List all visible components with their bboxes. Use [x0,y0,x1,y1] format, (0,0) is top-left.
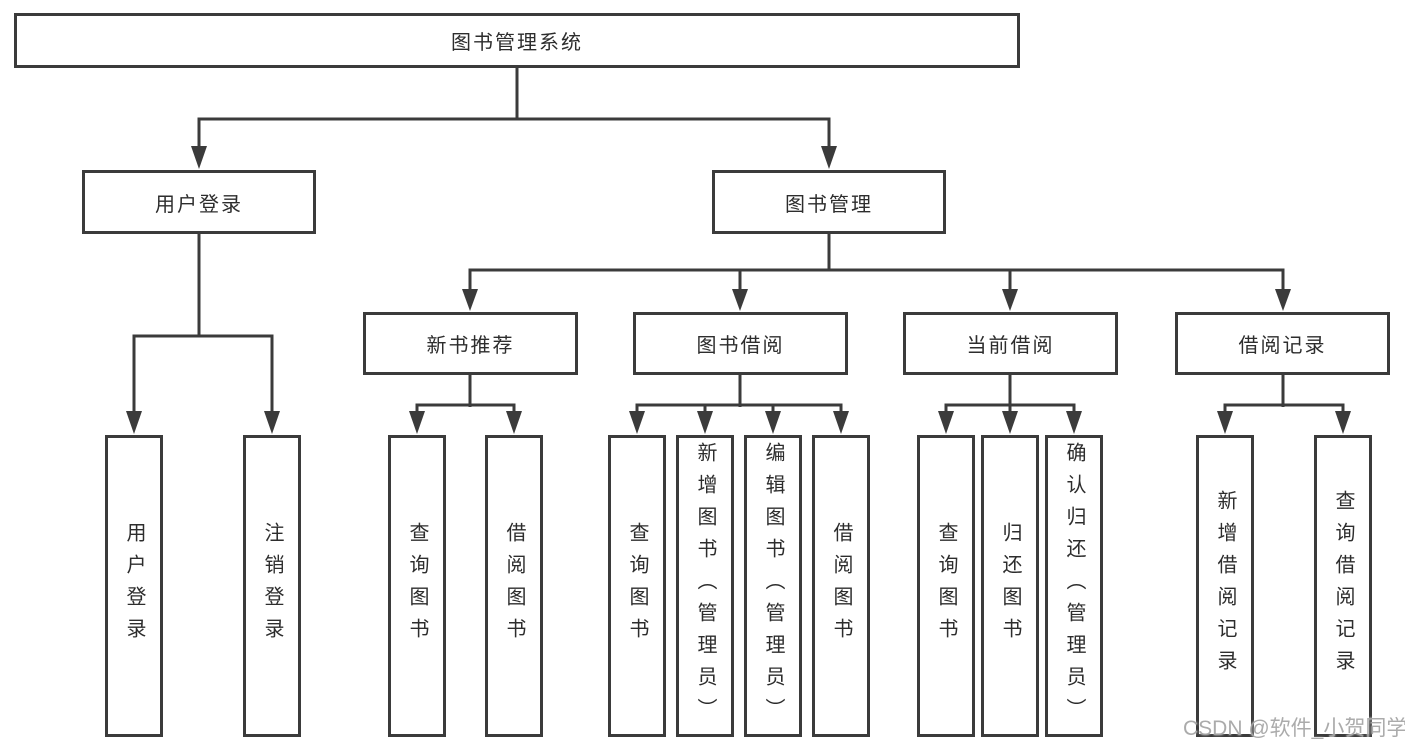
leaf-label: 查询图书 [406,522,428,650]
node-book-management: 图书管理 [712,170,946,234]
node-label: 借阅记录 [1238,335,1327,357]
node-label: 图书管理 [785,193,873,216]
leaf-label: 新增图书（管理员） [694,442,716,730]
arrow-icon [1275,289,1291,311]
arrow-icon [833,411,849,434]
arrow-icon [1002,289,1018,311]
leaf-return-books: 归还图书 [981,435,1039,737]
arrow-icon [765,411,781,434]
leaf-add-books-admin: 新增图书（管理员） [676,435,734,737]
connector-paths [132,68,1345,413]
leaf-logout: 注销登录 [243,435,301,737]
arrow-icon [409,411,425,434]
leaf-add-borrow-record: 新增借阅记录 [1196,435,1254,737]
leaf-label: 编辑图书（管理员） [762,442,784,730]
node-label: 新书推荐 [426,335,515,357]
node-borrowing-records: 借阅记录 [1175,312,1390,375]
leaf-label: 借阅图书 [503,522,525,650]
leaf-user-login: 用户登录 [105,435,163,737]
node-label: 图书借阅 [696,335,785,357]
leaf-borrow-books: 借阅图书 [812,435,870,737]
node-current-borrowing: 当前借阅 [903,312,1118,375]
arrow-icon [1335,411,1351,434]
arrow-icon [629,411,645,434]
leaf-label: 借阅图书 [830,522,852,650]
arrow-icon [697,411,713,434]
leaf-label: 用户登录 [123,522,145,650]
arrow-icon [462,289,478,311]
leaf-query-books-borrow: 查询图书 [608,435,666,737]
leaf-confirm-return-admin: 确认归还（管理员） [1045,435,1103,737]
node-label: 用户登录 [155,193,243,216]
arrow-icon [1066,411,1082,434]
arrow-icon [938,411,954,434]
arrow-icon [126,411,142,434]
leaf-edit-books-admin: 编辑图书（管理员） [744,435,802,737]
arrow-icon [264,411,280,434]
arrow-icon [506,411,522,434]
node-user-login: 用户登录 [82,170,316,234]
arrow-icon [821,146,837,169]
leaf-query-borrow-record: 查询借阅记录 [1314,435,1372,737]
leaf-borrow-books-recommend: 借阅图书 [485,435,543,737]
leaf-query-books-current: 查询图书 [917,435,975,737]
leaf-label: 确认归还（管理员） [1063,442,1085,730]
arrow-icon [1002,411,1018,434]
node-label: 当前借阅 [966,335,1055,357]
node-root-library-management-system: 图书管理系统 [14,13,1020,68]
node-label: 图书管理系统 [451,32,583,54]
leaf-label: 查询图书 [626,522,648,650]
node-book-borrowing: 图书借阅 [633,312,848,375]
leaf-label: 查询借阅记录 [1332,490,1354,682]
arrow-icon [191,146,207,169]
leaf-query-books-recommend: 查询图书 [388,435,446,737]
arrow-icon [1217,411,1233,434]
leaf-label: 查询图书 [935,522,957,650]
node-new-book-recommendation: 新书推荐 [363,312,578,375]
arrowheads [126,146,1351,434]
leaf-label: 归还图书 [999,522,1021,650]
arrow-icon [732,289,748,311]
leaf-label: 新增借阅记录 [1214,490,1236,682]
csdn-watermark: CSDN @软件_小贺同学 [1183,717,1405,740]
leaf-label: 注销登录 [261,522,283,650]
